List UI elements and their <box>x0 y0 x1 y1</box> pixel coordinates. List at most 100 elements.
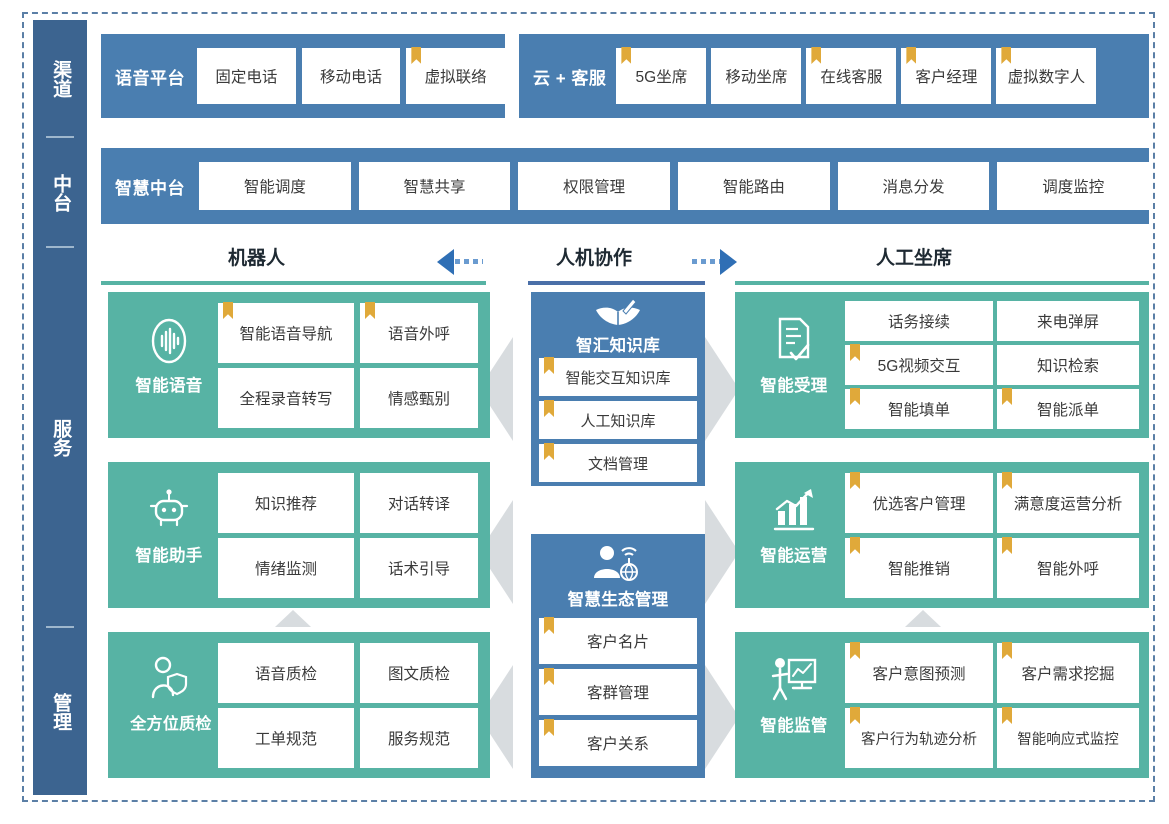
chip-label: 优选客户管理 <box>872 496 966 513</box>
chip-preferred-customer[interactable]: 优选客户管理 <box>845 473 993 533</box>
chip-label: 话术引导 <box>387 561 450 578</box>
chip-emotion-detect[interactable]: 情感甄别 <box>360 368 478 428</box>
group-title: 智能监管 <box>760 717 828 735</box>
chip-label: 5G坐席 <box>635 69 688 86</box>
chip-label: 智能路由 <box>722 179 785 196</box>
chip-smart-assign[interactable]: 智能派单 <box>997 389 1139 429</box>
chip-voice-outbound[interactable]: 语音外呼 <box>360 303 478 363</box>
chip-intent-prediction[interactable]: 客户意图预测 <box>845 643 993 703</box>
sidebar-item-service[interactable]: 服务 <box>33 248 87 628</box>
chip-script-guide[interactable]: 话术引导 <box>360 538 478 598</box>
chip-knowledge-search[interactable]: 知识检索 <box>997 345 1139 385</box>
sidebar-item-label: 中台 <box>50 174 72 212</box>
chip-message-dispatch[interactable]: 消息分发 <box>837 162 990 210</box>
chip-smart-routing[interactable]: 智能路由 <box>678 162 830 210</box>
column-header-agent: 人工坐席 <box>876 248 953 269</box>
group-intelligent-operation: 智能运营 优选客户管理 满意度运营分析 智能推销 智能外呼 <box>735 462 1149 608</box>
chip-5g-seat[interactable]: 5G坐席 <box>616 48 707 104</box>
chip-label: 客户意图预测 <box>872 666 966 683</box>
chip-text-image-qc[interactable]: 图文质检 <box>360 643 478 703</box>
chip-demand-mining[interactable]: 客户需求挖掘 <box>997 643 1139 703</box>
chip-label: 消息分发 <box>882 179 945 196</box>
underline-collab <box>528 281 705 285</box>
chevron-left-icon-2 <box>479 500 513 604</box>
chip-label: 智慧共享 <box>403 179 466 196</box>
chip-label: 移动坐席 <box>725 69 788 86</box>
chip-label: 知识推荐 <box>254 496 317 513</box>
chip-manual-kb[interactable]: 人工知识库 <box>539 401 697 439</box>
chip-permission-mgmt[interactable]: 权限管理 <box>518 162 671 210</box>
chip-mobile-seat[interactable]: 移动坐席 <box>711 48 802 104</box>
chip-call-connect[interactable]: 话务接续 <box>845 301 993 341</box>
group-title: 智慧生态管理 <box>567 591 669 609</box>
chip-virtual-human[interactable]: 虚拟数字人 <box>996 48 1097 104</box>
chip-smart-dispatch[interactable]: 智能调度 <box>199 162 351 210</box>
chip-label: 智能交互知识库 <box>565 369 671 387</box>
chip-behavior-analysis[interactable]: 客户行为轨迹分析 <box>845 708 993 768</box>
group-title: 智能助手 <box>135 547 203 565</box>
chip-label: 客户行为轨迹分析 <box>861 731 977 748</box>
chip-label: 语音质检 <box>254 666 317 683</box>
cloud-service-panel: 云 + 客服 5G坐席 移动坐席 在线客服 客户经理 虚拟数字人 <box>519 34 1149 118</box>
chip-label: 智能填单 <box>887 402 950 419</box>
chip-label: 智能调度 <box>243 179 306 196</box>
chip-customer-group[interactable]: 客群管理 <box>539 669 697 715</box>
chip-customer-card[interactable]: 客户名片 <box>539 618 697 664</box>
robot-icon <box>136 484 202 538</box>
arrow-right-icon <box>720 249 737 275</box>
chip-5g-video[interactable]: 5G视频交互 <box>845 345 993 385</box>
chip-virtual-contact[interactable]: 虚拟联络 <box>406 48 506 104</box>
chip-knowledge-recommend[interactable]: 知识推荐 <box>218 473 354 533</box>
chip-responsive-monitor[interactable]: 智能响应式监控 <box>997 708 1139 768</box>
chip-interactive-kb[interactable]: 智能交互知识库 <box>539 358 697 396</box>
chip-voice-qc[interactable]: 语音质检 <box>218 643 354 703</box>
chip-label: 客户经理 <box>915 69 978 86</box>
chip-smart-outbound[interactable]: 智能外呼 <box>997 538 1139 598</box>
chip-service-standard[interactable]: 服务规范 <box>360 708 478 768</box>
chip-label: 客户需求挖掘 <box>1021 666 1115 683</box>
chip-mobile-phone[interactable]: 移动电话 <box>301 48 401 104</box>
chip-label: 5G视频交互 <box>877 358 961 375</box>
chip-label: 图文质检 <box>387 666 450 683</box>
chip-customer-relation[interactable]: 客户关系 <box>539 720 697 766</box>
group-intelligent-assistant: 智能助手 知识推荐 对话转译 情绪监测 话术引导 <box>108 462 490 608</box>
voice-platform-title: 语音平台 <box>115 68 185 88</box>
chip-fixed-phone[interactable]: 固定电话 <box>197 48 296 104</box>
chip-full-recording[interactable]: 全程录音转写 <box>218 368 354 428</box>
voice-platform-panel: 语音平台 固定电话 移动电话 虚拟联络 <box>101 34 506 118</box>
chip-emotion-monitor[interactable]: 情绪监测 <box>218 538 354 598</box>
chip-satisfaction-analysis[interactable]: 满意度运营分析 <box>997 473 1139 533</box>
chip-smart-form[interactable]: 智能填单 <box>845 389 993 429</box>
chip-label: 在线客服 <box>820 69 883 86</box>
chip-account-manager[interactable]: 客户经理 <box>901 48 992 104</box>
chip-label: 语音外呼 <box>387 326 450 343</box>
chip-voice-navigation[interactable]: 智能语音导航 <box>218 303 354 363</box>
sidebar-item-management[interactable]: 管理 <box>33 628 87 795</box>
chip-ticket-standard[interactable]: 工单规范 <box>218 708 354 768</box>
chip-label: 虚拟联络 <box>424 69 487 86</box>
chip-label: 来电弹屏 <box>1036 314 1099 331</box>
group-full-quality-check: 全方位质检 语音质检 图文质检 工单规范 服务规范 <box>108 632 490 778</box>
sidebar-item-midplatform[interactable]: 中台 <box>33 138 87 248</box>
column-header-collab: 人机协作 <box>556 248 633 269</box>
chip-label: 满意度运营分析 <box>1013 496 1123 513</box>
chip-label: 工单规范 <box>254 731 317 748</box>
midplatform-title: 智慧中台 <box>115 178 185 198</box>
chip-dialog-translate[interactable]: 对话转译 <box>360 473 478 533</box>
chip-smart-marketing[interactable]: 智能推销 <box>845 538 993 598</box>
chip-document-mgmt[interactable]: 文档管理 <box>539 444 697 482</box>
chip-label: 情感甄别 <box>387 391 450 408</box>
chip-online-service[interactable]: 在线客服 <box>806 48 897 104</box>
sidebar-item-label: 管理 <box>50 692 72 731</box>
chip-label: 智能外呼 <box>1036 561 1099 578</box>
chip-incoming-popup[interactable]: 来电弹屏 <box>997 301 1139 341</box>
diagram-frame <box>22 12 1155 802</box>
sidebar-item-channel[interactable]: 渠道 <box>33 20 87 138</box>
up-arrow-icon-right <box>905 610 941 627</box>
chip-smart-sharing[interactable]: 智慧共享 <box>358 162 511 210</box>
chip-label: 话务接续 <box>887 314 950 331</box>
chip-label: 服务规范 <box>387 731 450 748</box>
chip-dispatch-monitor[interactable]: 调度监控 <box>997 162 1150 210</box>
chip-label: 客户关系 <box>586 736 649 753</box>
